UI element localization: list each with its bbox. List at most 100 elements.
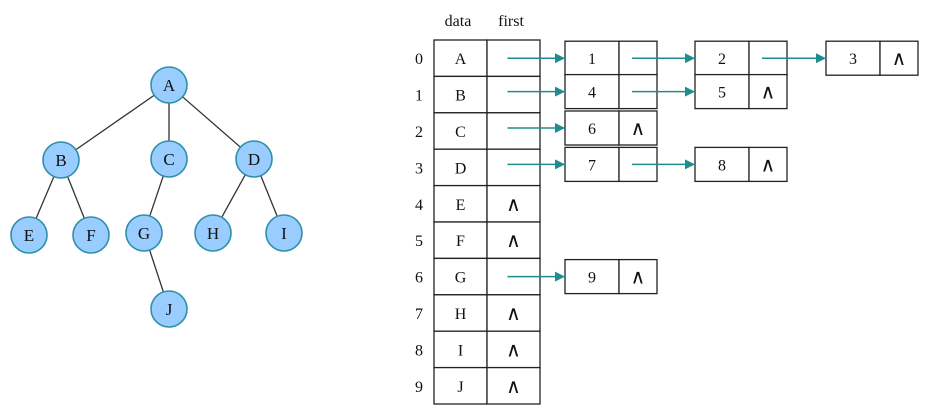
tree-edges [35, 94, 278, 293]
child-next-cell [748, 146, 788, 183]
data-cell [433, 75, 488, 114]
tree-node-circle [150, 140, 188, 178]
tree-node-circle [265, 214, 303, 252]
data-cell [433, 221, 488, 260]
tree-node-b: B [42, 141, 80, 179]
tree-node-circle [42, 141, 80, 179]
first-cell [486, 294, 541, 332]
data-cell [433, 257, 488, 296]
header-first: first [498, 13, 524, 30]
tree-edge-b-e [35, 176, 55, 219]
child-next-cell [618, 110, 658, 146]
child-value-label: 5 [718, 85, 726, 102]
tree-node-a: A [150, 66, 188, 104]
tree-node-label: B [55, 151, 66, 170]
row-index: 2 [415, 124, 423, 141]
child-value-label: 8 [718, 157, 726, 174]
tree-node-g: G [125, 214, 163, 252]
tree-node-circle [72, 216, 110, 254]
data-cell-label: I [458, 342, 463, 359]
child-next-cell [879, 40, 919, 76]
tree-node-circle [150, 290, 188, 328]
row-index: 1 [415, 88, 423, 105]
data-cell [433, 39, 488, 78]
tree-node-label: A [163, 76, 176, 95]
tree-node-circle [125, 214, 163, 252]
tree-node-label: C [163, 150, 174, 169]
child-node-5: 5∧ [694, 73, 788, 110]
tree-node-circle [235, 140, 273, 178]
null-pointer-symbol: ∧ [892, 48, 907, 70]
null-pointer-symbol: ∧ [506, 339, 521, 361]
tree-node-label: F [86, 226, 95, 245]
data-cell-label: C [455, 124, 466, 141]
row-index: 0 [415, 51, 423, 68]
child-value-cell [564, 146, 620, 183]
null-pointer-symbol: ∧ [761, 82, 776, 104]
first-cell [486, 148, 541, 187]
tree-node-i: I [265, 214, 303, 252]
child-value-label: 7 [588, 157, 596, 174]
tree-node-f: F [72, 216, 110, 254]
first-cell [486, 75, 541, 114]
tree-edge-b-f [67, 176, 85, 219]
tree-edge-a-d [182, 96, 241, 148]
null-pointer-symbol: ∧ [631, 118, 646, 140]
null-pointer-symbol: ∧ [506, 303, 521, 325]
child-value-label: 2 [718, 51, 726, 68]
null-pointer-symbol: ∧ [506, 376, 521, 398]
tree-node-j: J [150, 290, 188, 328]
tree-node-c: C [150, 140, 188, 178]
child-node-9: 9∧ [564, 258, 658, 295]
data-cell-label: H [455, 306, 467, 323]
child-node-6: 6∧ [564, 110, 658, 146]
child-value-cell [564, 110, 620, 146]
child-value-label: 6 [588, 121, 596, 138]
row-index: 4 [415, 197, 423, 214]
tree-node-label: I [281, 224, 287, 243]
data-cell-label: G [455, 270, 467, 287]
row-index: 7 [415, 306, 423, 323]
child-value-cell [694, 73, 750, 110]
child-next-cell [748, 73, 788, 110]
table-row: 5 F ∧ [415, 221, 541, 260]
data-cell-label: E [456, 197, 466, 214]
tree-node-circle [150, 66, 188, 104]
first-cell [486, 366, 541, 405]
row-index: 5 [415, 233, 423, 250]
data-cell-label: D [455, 160, 467, 177]
tree-node-label: G [138, 224, 150, 243]
tree-node-label: J [166, 300, 173, 319]
child-value-label: 3 [849, 51, 857, 68]
tree-edge-a-b [75, 94, 155, 151]
row-index: 9 [415, 379, 423, 396]
tree-edge-g-j [149, 249, 164, 293]
data-cell [433, 184, 488, 223]
tree-node-label: E [24, 226, 34, 245]
child-value-label: 9 [588, 270, 596, 287]
row-index: 3 [415, 160, 423, 177]
tree-node-label: H [207, 224, 219, 243]
null-pointer-symbol: ∧ [506, 230, 521, 252]
null-pointer-symbol: ∧ [631, 267, 646, 289]
data-cell-label: J [457, 379, 463, 396]
tree-node-circle [10, 216, 48, 254]
first-cell [486, 184, 541, 223]
tree-node-circle [194, 214, 232, 252]
tree-edge-c-g [149, 175, 164, 217]
null-pointer-symbol: ∧ [506, 194, 521, 216]
tree-edge-d-i [260, 175, 278, 217]
child-value-label: 4 [588, 85, 596, 102]
data-cell-label: F [456, 233, 465, 250]
data-cell-label: B [455, 88, 466, 105]
header-data: data [445, 13, 472, 30]
tree-node-e: E [10, 216, 48, 254]
